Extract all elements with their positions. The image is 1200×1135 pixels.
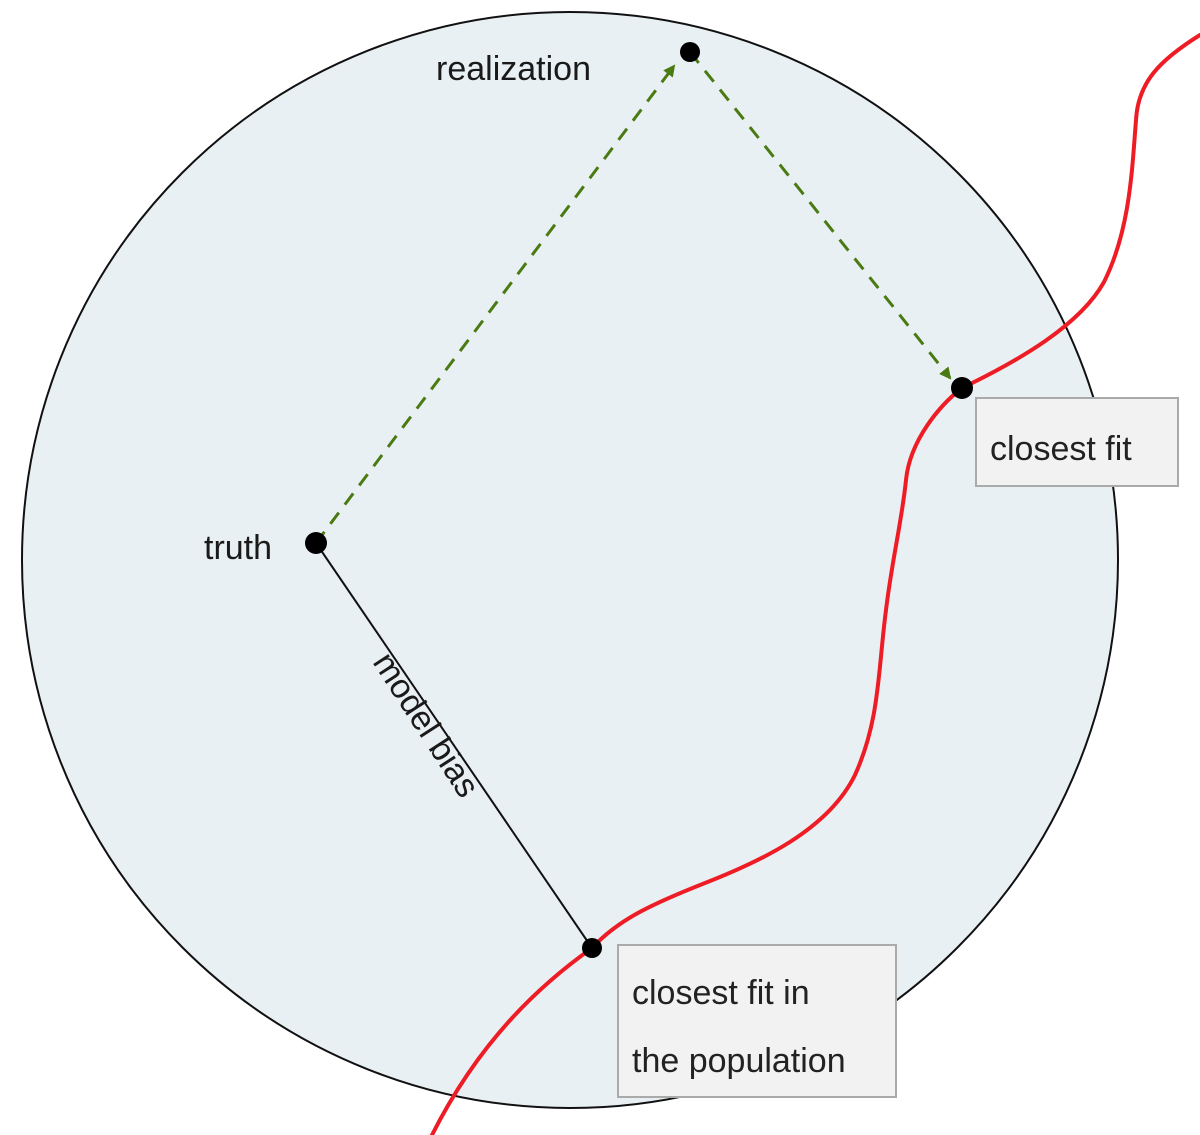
closest-fit-population-label-line1: closest fit in (632, 974, 810, 1012)
closest-fit-population-point (582, 938, 602, 958)
closest-fit-label: closest fit (990, 430, 1132, 468)
truth-point (305, 532, 327, 554)
closest-fit-population-box (617, 944, 897, 1098)
closest-fit-point (951, 377, 973, 399)
realization-to-closest-fit-arrow (688, 51, 952, 380)
model-space-circle (21, 11, 1119, 1109)
closest-fit-box (975, 397, 1179, 487)
closest-fit-population-label-line2: the population (632, 1042, 846, 1080)
realization-point (680, 42, 700, 62)
truth-to-realization-arrow (314, 64, 676, 544)
truth-label: truth (204, 529, 272, 567)
realization-label: realization (436, 50, 591, 88)
model-curve (430, 33, 1200, 1135)
model-bias-line (315, 542, 593, 949)
